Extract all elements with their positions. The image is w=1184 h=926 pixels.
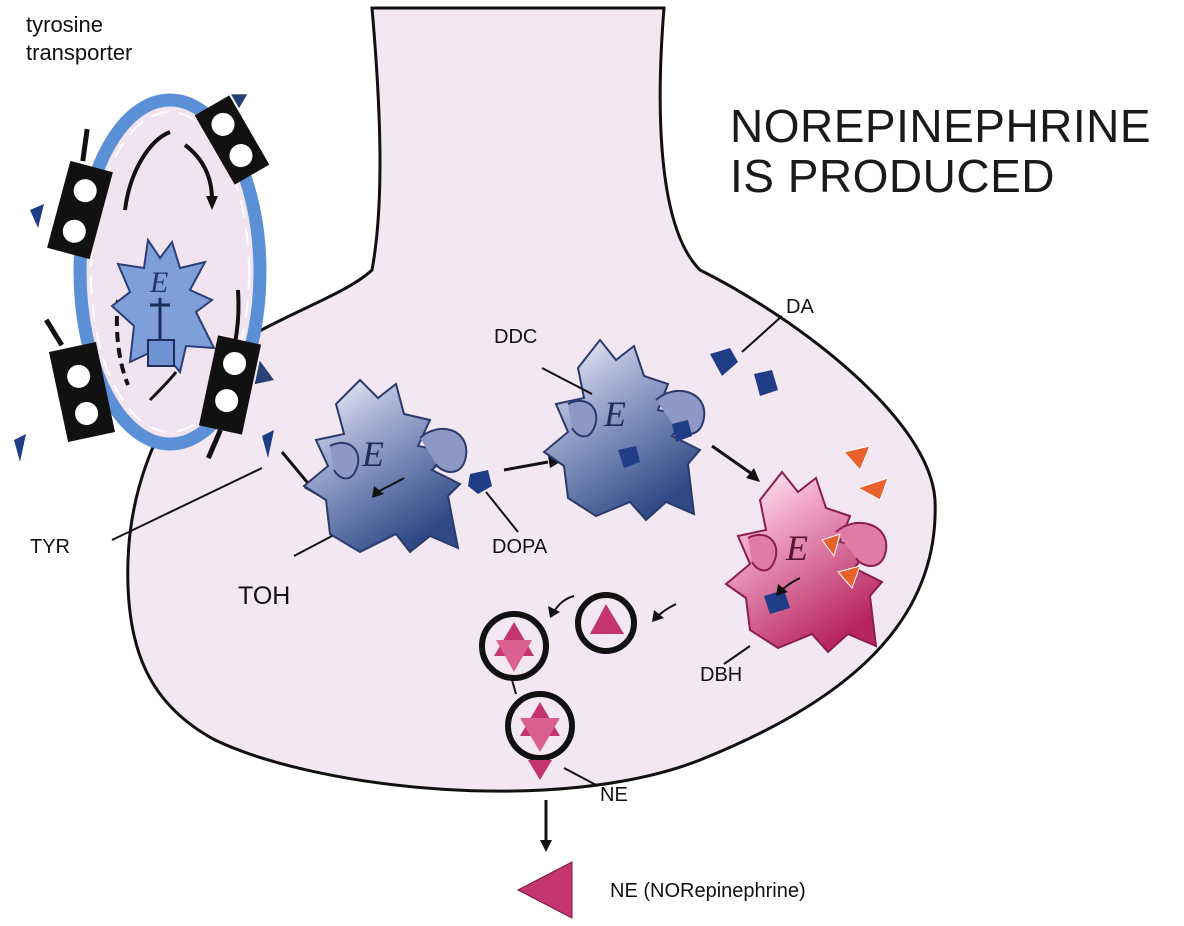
tyr-label: TYR xyxy=(30,536,70,559)
ne-vesicle-right xyxy=(578,595,634,651)
title-line-2: IS PRODUCED xyxy=(730,150,1055,202)
dbh-enzyme-letter: E xyxy=(785,528,808,568)
tyrosine-transporter-label-1: tyrosine xyxy=(26,12,103,38)
toh-label: TOH xyxy=(238,582,290,611)
dbh-label: DBH xyxy=(700,664,742,687)
legend-ne-triangle xyxy=(518,862,572,918)
title-line-1: NOREPINEPHRINE xyxy=(730,100,1151,152)
dopa-label: DOPA xyxy=(492,536,547,559)
tyrosine-transporter-label-2: transporter xyxy=(26,40,132,66)
da-label: DA xyxy=(786,296,814,319)
legend-ne-label: NE (NORepinephrine) xyxy=(610,880,806,903)
ddc-enzyme-letter: E xyxy=(603,394,626,434)
ddc-label: DDC xyxy=(494,326,537,349)
transporter-enzyme-letter: E xyxy=(149,266,168,299)
tyrosine-molecule xyxy=(14,434,26,462)
ne-label: NE xyxy=(600,784,628,807)
ne-vesicle-left xyxy=(482,614,546,678)
tyrosine-molecule xyxy=(30,204,44,228)
toh-enzyme-letter: E xyxy=(361,434,384,474)
